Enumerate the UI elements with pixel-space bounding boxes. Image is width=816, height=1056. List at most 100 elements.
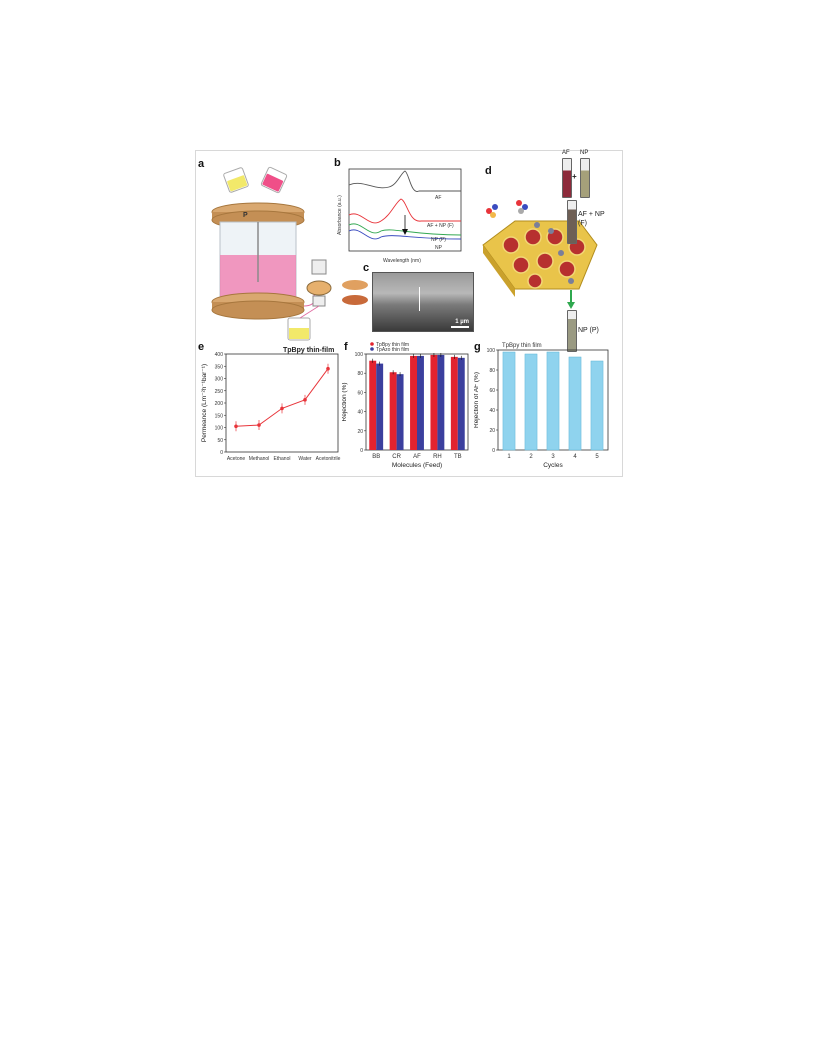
vial-label-permeate: NP (P) (578, 327, 599, 334)
membrane-disc-1 (342, 280, 368, 290)
sem-image: 1 µm (372, 272, 474, 332)
x-tick-label: Acetone (227, 456, 246, 462)
y-tick-label: 0 (360, 448, 363, 454)
bar (546, 351, 560, 451)
y-tick-label: 20 (357, 429, 363, 435)
y-tick-label: 50 (217, 438, 223, 444)
y-tick-label: 0 (492, 448, 495, 454)
x-tick-label: RH (433, 454, 442, 460)
data-point (326, 366, 330, 371)
spectrum-np (348, 229, 462, 240)
x-tick-label: AF (413, 454, 421, 460)
y-axis-label: Permeance (Lm⁻²h⁻¹bar⁻¹) (201, 364, 208, 442)
vial-label-feed: AF + NP (F) (578, 211, 605, 227)
y-tick-label: 60 (489, 388, 495, 394)
bar (389, 372, 397, 450)
y-tick-label: 200 (215, 401, 224, 407)
bar (369, 360, 377, 450)
x-tick-label: 5 (595, 454, 599, 460)
data-point (257, 423, 261, 427)
permeance-line (235, 368, 329, 427)
bar (457, 357, 465, 450)
y-tick-label: 100 (355, 352, 364, 358)
legend-marker (370, 342, 374, 346)
panel-label-c: c (363, 262, 370, 274)
panel-label-a: a (198, 158, 205, 170)
panel-label-b: b (334, 157, 341, 169)
vial-label-plus: + (572, 172, 577, 181)
data-point (280, 406, 284, 411)
product-label: TpBpy thin-film (283, 347, 335, 354)
chart-title: TpBpy thin film (502, 343, 542, 349)
x-tick-label: Water (298, 456, 311, 462)
y-tick-label: 20 (489, 428, 495, 434)
curve-label-np: NP (435, 245, 443, 251)
panel-label-f: f (344, 341, 348, 353)
x-tick-label: Methanol (249, 456, 270, 462)
x-axis-label: Molecules (Feed) (392, 462, 442, 469)
bar (450, 356, 458, 450)
vial-permeate (567, 310, 577, 352)
green-arrow-icon (567, 290, 575, 309)
x-tick-label: 4 (573, 454, 577, 460)
vial-af (562, 158, 572, 198)
x-tick-label: 3 (551, 454, 555, 460)
bar (430, 354, 438, 450)
y-tick-label: 40 (489, 408, 495, 414)
apparatus-illustration (211, 166, 332, 341)
x-tick-label: BB (372, 454, 380, 460)
vial-label-np: NP (580, 150, 589, 156)
legend-label: TpBpy thin film (376, 342, 409, 348)
y-axis-label: Rejection of AF (%) (474, 372, 480, 428)
vial-label-af: AF (562, 150, 570, 156)
vial-np (580, 158, 590, 198)
bar (396, 374, 404, 450)
y-tick-label: 100 (487, 348, 496, 354)
y-tick-label: 400 (215, 352, 224, 358)
x-tick-label: Acetonitrile (316, 456, 341, 462)
y-tick-label: 0 (220, 450, 223, 456)
y-tick-label: 40 (357, 410, 363, 416)
vial-feed (567, 200, 577, 244)
plot-frame (225, 353, 339, 453)
curve-label-feed: AF + NP (F) (427, 223, 454, 229)
data-point (303, 398, 307, 402)
legend-label: TpAzo thin film (376, 347, 409, 353)
x-tick-label: 2 (529, 454, 533, 460)
spectrum-permeate (348, 223, 462, 236)
membrane-disc-2 (342, 295, 368, 305)
y-tick-label: 60 (357, 390, 363, 396)
bar (410, 355, 417, 450)
spectrum-af (348, 170, 461, 192)
x-tick-label: TB (454, 454, 462, 460)
bar (417, 355, 424, 450)
bar (590, 360, 604, 451)
spectra-xlabel: Wavelength (nm) (383, 258, 421, 264)
x-axis-label: Cycles (543, 462, 563, 469)
x-tick-label: Ethanol (274, 456, 291, 462)
bar (376, 363, 384, 450)
spectrum-feed (348, 198, 461, 224)
sem-scale-bar: 1 µm (455, 319, 469, 325)
y-tick-label: 80 (489, 368, 495, 374)
y-tick-label: 150 (215, 413, 224, 419)
molecule-icon (486, 200, 528, 218)
data-point (234, 424, 238, 429)
yellow-vial (223, 167, 249, 193)
y-tick-label: 80 (357, 371, 363, 377)
y-tick-label: 250 (215, 389, 224, 395)
y-axis-label: Rejection (%) (342, 382, 348, 421)
y-tick-label: 350 (215, 364, 224, 370)
panel-label-e: e (198, 341, 205, 353)
pressure-label: P (243, 212, 248, 219)
bar (502, 351, 516, 451)
legend-marker (370, 347, 374, 351)
bar (568, 356, 582, 451)
curve-label-af: AF (435, 195, 441, 201)
panel-label-g: g (474, 341, 481, 353)
bar (524, 353, 538, 451)
panel-label-d: d (485, 165, 492, 177)
